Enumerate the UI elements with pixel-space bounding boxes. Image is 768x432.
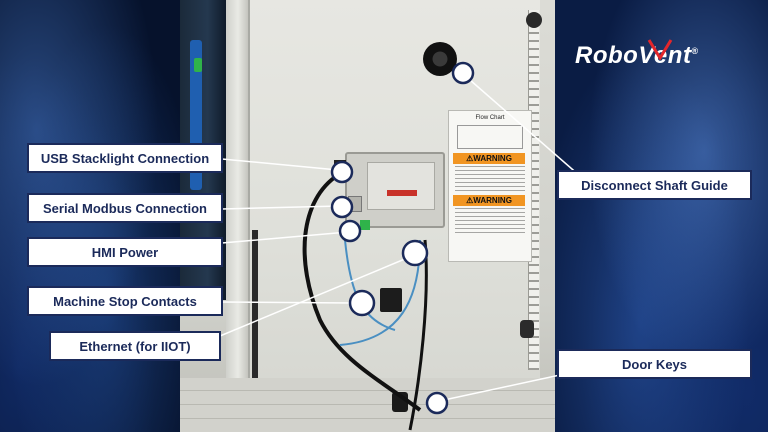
latch-top-icon — [526, 12, 542, 28]
control-panel-photo: Flow Chart ⚠WARNING ⚠WARNING — [180, 0, 555, 432]
warning-text-2 — [455, 208, 525, 234]
usb-connector — [334, 160, 346, 174]
label-usb-stacklight: USB Stacklight Connection — [27, 143, 223, 173]
warning-text-1 — [455, 166, 525, 192]
label-disconnect-shaft: Disconnect Shaft Guide — [557, 170, 752, 200]
label-machine-stop: Machine Stop Contacts — [27, 286, 223, 316]
machine-stop-relay — [380, 288, 402, 312]
label-ethernet: Ethernet (for IIOT) — [49, 331, 221, 361]
hmi-screen — [367, 162, 435, 210]
logo-text: RoboVent — [575, 42, 692, 69]
robovent-logo: RoboVent® — [575, 42, 725, 76]
label-door-keys: Door Keys — [557, 349, 752, 379]
hmi-unit — [345, 152, 445, 228]
flow-chart-box — [457, 125, 523, 149]
power-connector — [360, 220, 370, 230]
flow-chart-title: Flow Chart — [475, 115, 505, 121]
logo-v-accent-icon — [647, 39, 673, 60]
door-key-icon — [392, 392, 408, 412]
warning-banner-1: ⚠WARNING — [453, 153, 525, 164]
latch-bottom-icon — [520, 320, 534, 338]
label-hmi-power: HMI Power — [27, 237, 223, 267]
hmi-red-label — [387, 190, 417, 196]
warning-sheet: Flow Chart ⚠WARNING ⚠WARNING — [448, 110, 532, 262]
label-serial-modbus: Serial Modbus Connection — [27, 193, 223, 223]
logo-registered-mark: ® — [691, 46, 699, 56]
disconnect-shaft-guide — [423, 42, 457, 76]
green-indicator — [194, 58, 202, 72]
warning-banner-2: ⚠WARNING — [453, 195, 525, 206]
door-gasket-side — [252, 230, 258, 350]
serial-connector — [348, 196, 362, 212]
brick-wall — [180, 378, 555, 432]
